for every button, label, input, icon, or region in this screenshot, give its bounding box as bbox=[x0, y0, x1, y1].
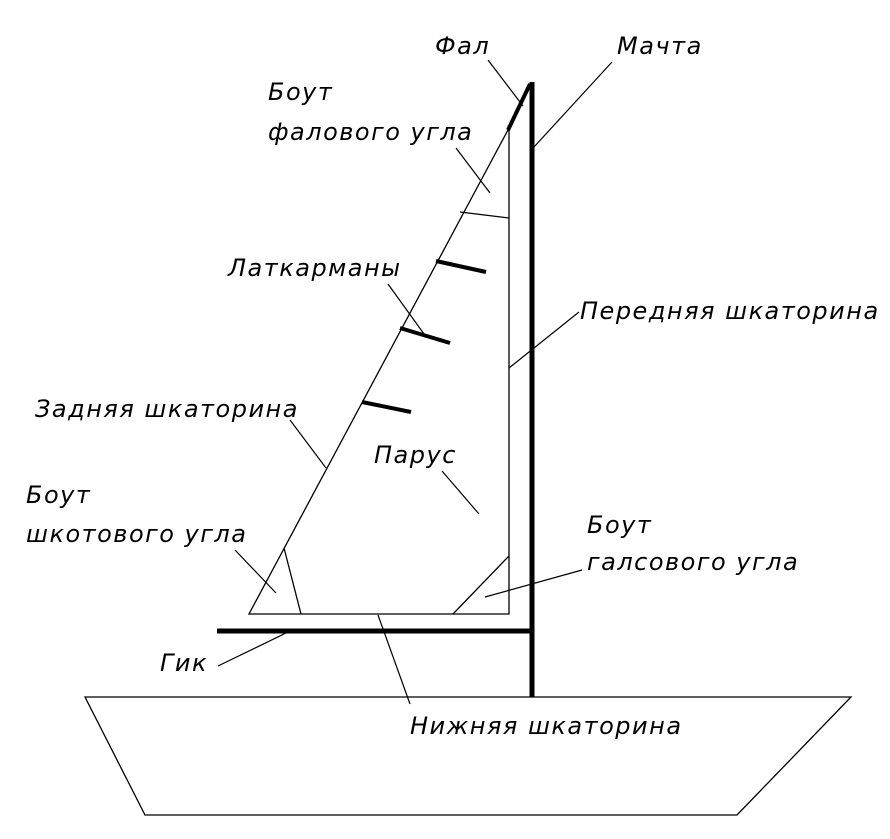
tack-patch-line bbox=[452, 555, 510, 615]
label-zadnyaya-shkatorina: Задняя шкаторина bbox=[35, 395, 299, 423]
label-gik: Гик bbox=[160, 649, 208, 677]
label-bout-galsovogo-line1: Боут bbox=[587, 511, 653, 539]
leader-bout-galsovogo bbox=[484, 569, 583, 598]
label-bout-falovogo-line2: фалового угла bbox=[268, 118, 474, 146]
leader-gik bbox=[217, 632, 287, 667]
label-perednyaya-shkatorina: Передняя шкаторина bbox=[580, 297, 880, 325]
label-machta: Мачта bbox=[617, 32, 703, 60]
leader-bout-shkotovogo bbox=[234, 549, 277, 594]
leader-bout-falovogo bbox=[455, 147, 491, 194]
label-parus: Парус bbox=[374, 441, 457, 469]
clew-patch-line bbox=[283, 547, 302, 615]
label-latkarmany: Латкарманы bbox=[228, 254, 402, 282]
label-nizhnyaya-shkatorina: Нижняя шкаторина bbox=[410, 712, 683, 740]
leader-parus bbox=[441, 470, 480, 515]
leader-fal bbox=[487, 59, 524, 107]
halyard bbox=[506, 83, 532, 131]
batten-pocket-2 bbox=[399, 326, 451, 345]
head-patch-line bbox=[459, 211, 510, 219]
label-bout-shkotovogo-line1: Боут bbox=[26, 481, 92, 509]
boat-hull bbox=[83, 696, 853, 816]
label-fal: Фал bbox=[435, 32, 491, 60]
label-bout-galsovogo-line2: галсового угла bbox=[587, 548, 800, 576]
label-bout-falovogo-line1: Боут bbox=[268, 78, 334, 106]
sail-outline bbox=[247, 127, 510, 615]
leader-zadnyaya bbox=[289, 419, 327, 469]
leader-nizhnyaya bbox=[377, 614, 411, 705]
batten-pocket-1 bbox=[435, 259, 487, 274]
leader-perednyaya bbox=[508, 311, 580, 369]
leader-latkarmany bbox=[387, 283, 425, 335]
batten-pocket-3 bbox=[361, 400, 412, 414]
leader-machta bbox=[533, 61, 613, 148]
label-bout-shkotovogo-line2: шкотового угла bbox=[26, 520, 248, 548]
